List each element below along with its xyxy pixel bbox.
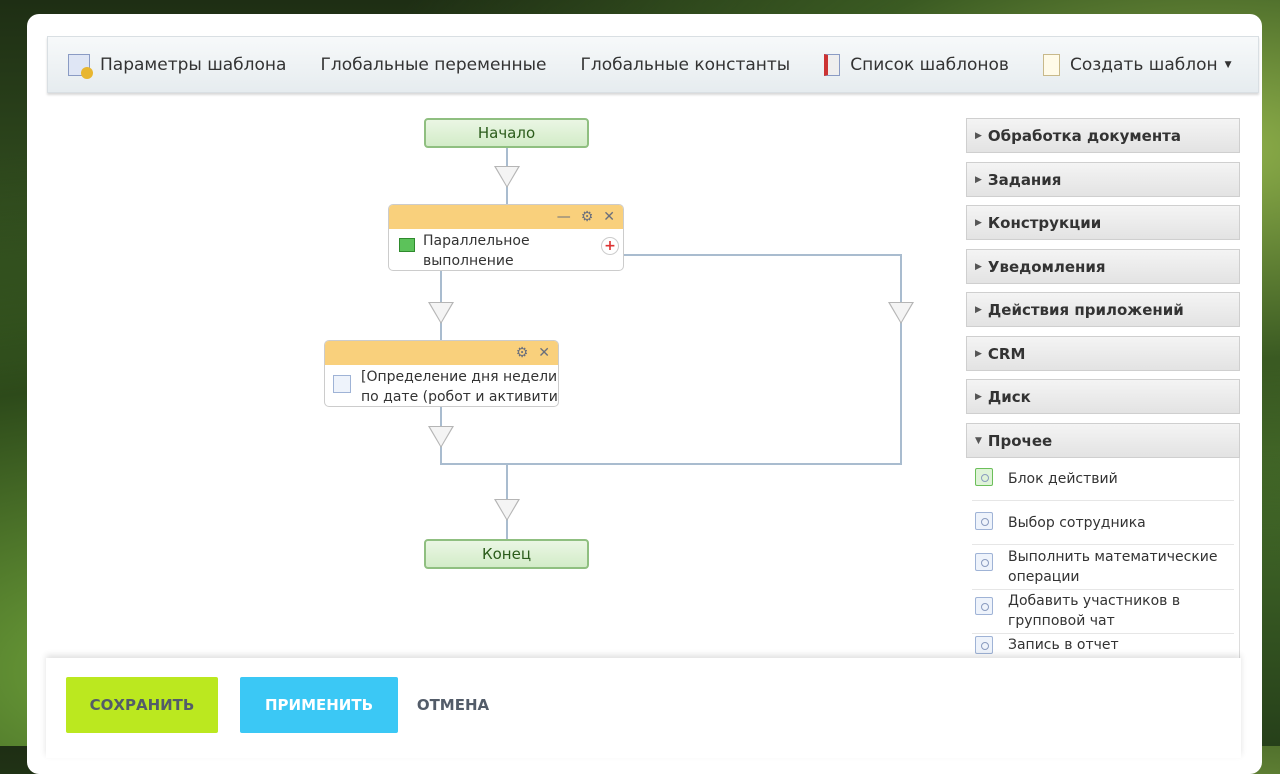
template-list-button[interactable]: Список шаблонов <box>824 53 1009 76</box>
group-notifications[interactable]: ▶ Уведомления <box>966 249 1240 284</box>
parallel-activity[interactable]: — ⚙ ✕ Параллельное выполнение + <box>388 204 624 271</box>
label: по дате (робот и активити <box>361 389 558 405</box>
label: Уведомления <box>987 257 1106 276</box>
caret-right-icon: ▶ <box>975 217 982 228</box>
caret-right-icon: ▶ <box>975 130 982 141</box>
activity-icon <box>975 512 993 530</box>
add-branch-icon[interactable]: + <box>601 237 619 255</box>
label: Список шаблонов <box>850 54 1009 75</box>
apply-button[interactable]: ПРИМЕНИТЬ <box>240 677 398 733</box>
group-app-actions[interactable]: ▶ Действия приложений <box>966 292 1240 327</box>
activity-icon <box>975 553 993 571</box>
label: операции <box>1008 569 1080 585</box>
palette-item-action-block[interactable]: Блок действий <box>972 466 1234 501</box>
label: Параметры шаблона <box>100 54 287 75</box>
label: [Определение дня недели <box>361 369 558 385</box>
caret-right-icon: ▶ <box>975 261 982 272</box>
label: Действия приложений <box>987 300 1184 319</box>
save-button[interactable]: СОХРАНИТЬ <box>66 677 218 733</box>
parallel-icon <box>399 238 415 252</box>
global-consts-button[interactable]: Глобальные константы <box>581 55 791 75</box>
label: Параллельное <box>423 233 530 249</box>
gear-icon[interactable]: ⚙ <box>580 209 594 225</box>
close-icon[interactable]: ✕ <box>603 209 615 225</box>
close-icon[interactable]: ✕ <box>538 345 550 361</box>
flow-arrow <box>428 426 454 448</box>
end-node[interactable]: Конец <box>424 539 589 569</box>
new-doc-icon <box>1042 53 1060 76</box>
flow-arrow <box>494 499 520 521</box>
toolbar: Параметры шаблона Глобальные переменные … <box>47 36 1259 93</box>
group-disk[interactable]: ▶ Диск <box>966 379 1240 414</box>
group-crm[interactable]: ▶ CRM <box>966 336 1240 371</box>
palette-item-select-employee[interactable]: Выбор сотрудника <box>972 510 1234 545</box>
activity-icon <box>333 375 351 393</box>
label: выполнение <box>423 253 514 269</box>
gear-icon[interactable]: ⚙ <box>515 345 529 361</box>
label: Создать шаблон <box>1069 54 1218 75</box>
palette-item-math[interactable]: Выполнить математические операции <box>972 547 1234 590</box>
caret-right-icon: ▶ <box>975 174 982 185</box>
flow-arrow <box>428 302 454 324</box>
minimize-icon[interactable]: — <box>556 209 571 225</box>
label: Запись в отчет <box>1008 637 1119 653</box>
start-node[interactable]: Начало <box>424 118 589 148</box>
activity-icon <box>975 597 993 615</box>
palette-item-report-entry[interactable]: Запись в отчет <box>972 635 1234 656</box>
label: Обработка документа <box>987 126 1181 145</box>
caret-right-icon: ▶ <box>975 348 982 359</box>
label: Диск <box>987 387 1031 406</box>
flow-arrow <box>888 302 914 324</box>
group-other[interactable]: ▼ Прочее <box>966 423 1240 458</box>
label: Конструкции <box>987 213 1102 232</box>
label: CRM <box>987 344 1026 363</box>
label: Блок действий <box>1008 471 1118 487</box>
caret-down-icon: ▼ <box>975 435 982 446</box>
label: Прочее <box>987 431 1053 450</box>
label: Глобальные константы <box>580 54 791 75</box>
global-vars-button[interactable]: Глобальные переменные <box>320 55 546 75</box>
template-params-button[interactable]: Параметры шаблона <box>68 53 287 79</box>
label: Задания <box>987 170 1062 189</box>
palette-item-add-chat-members[interactable]: Добавить участников в групповой чат <box>972 591 1234 634</box>
label: Выбор сотрудника <box>1008 515 1146 531</box>
caret-right-icon: ▶ <box>975 304 982 315</box>
label: групповой чат <box>1008 613 1115 629</box>
label: Глобальные переменные <box>320 54 547 75</box>
label: Выполнить математические <box>1008 549 1218 565</box>
list-icon <box>824 53 841 76</box>
group-constructs[interactable]: ▶ Конструкции <box>966 205 1240 240</box>
action-block-icon <box>975 468 993 486</box>
footer: СОХРАНИТЬ ПРИМЕНИТЬ ОТМЕНА <box>46 658 1241 758</box>
caret-right-icon: ▶ <box>975 391 982 402</box>
group-tasks[interactable]: ▶ Задания <box>966 162 1240 197</box>
create-template-button[interactable]: Создать шаблон ▼ <box>1042 53 1232 76</box>
settings-doc-icon <box>68 53 93 79</box>
flow-arrow <box>494 166 520 188</box>
weekday-activity[interactable]: ⚙ ✕ [Определение дня недели по дате (робот… <box>324 340 559 407</box>
activity-icon <box>975 636 993 654</box>
group-document-processing[interactable]: ▶ Обработка документа <box>966 118 1240 153</box>
chevron-down-icon: ▼ <box>1224 59 1232 70</box>
label: Добавить участников в <box>1008 593 1181 609</box>
cancel-button[interactable]: ОТМЕНА <box>416 696 490 714</box>
